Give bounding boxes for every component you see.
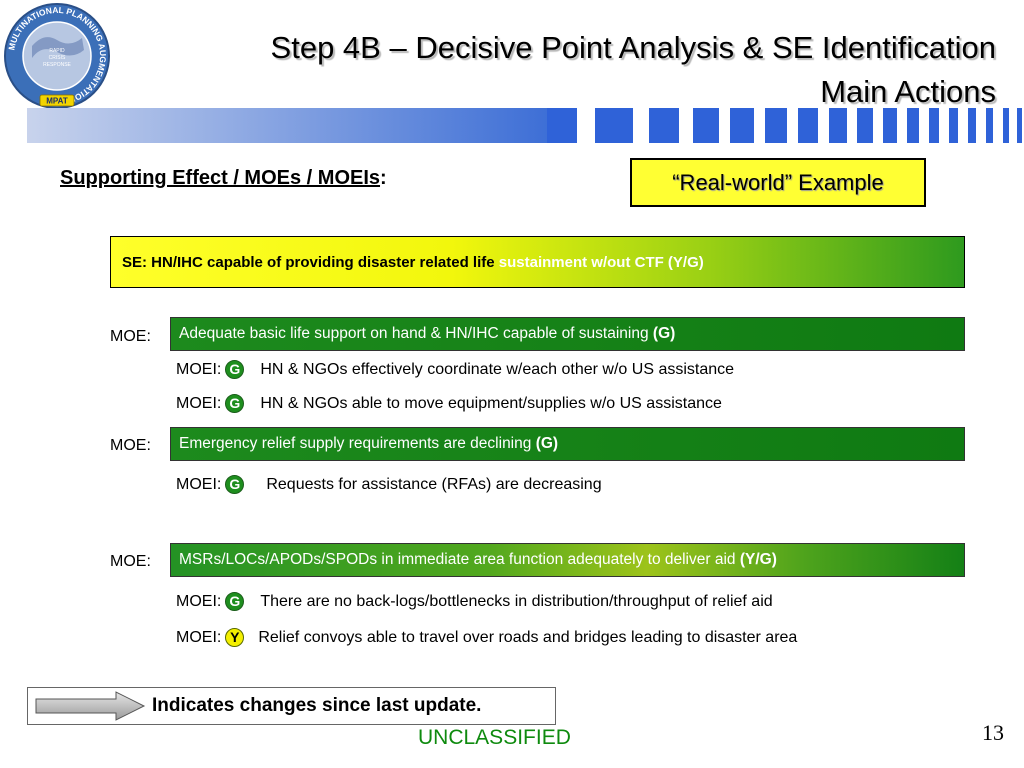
banner-block bbox=[693, 108, 719, 143]
moe-label: MOE: bbox=[110, 553, 151, 570]
moe-text: MSRs/LOCs/APODs/SPODs in immediate area … bbox=[179, 551, 740, 568]
banner-block bbox=[968, 108, 976, 143]
banner-block bbox=[730, 108, 754, 143]
banner-block bbox=[829, 108, 847, 143]
moe-text: Emergency relief supply requirements are… bbox=[179, 435, 536, 452]
moe-box: Emergency relief supply requirements are… bbox=[170, 427, 965, 461]
moei-row: MOEI: Y Relief convoys able to travel ov… bbox=[176, 628, 797, 647]
moei-label: MOEI: bbox=[176, 394, 222, 412]
status-green-icon: G bbox=[225, 592, 245, 611]
supporting-effect-box: SE: HN/IHC capable of providing disaster… bbox=[110, 236, 965, 288]
arrow-right-icon bbox=[35, 691, 146, 721]
moei-row: MOEI: G HN & NGOs able to move equipment… bbox=[176, 394, 722, 413]
moe-status: (G) bbox=[652, 325, 676, 342]
moei-text: HN & NGOs effectively coordinate w/each … bbox=[260, 360, 735, 378]
slide-title-line-2: Main Actions bbox=[820, 74, 996, 109]
banner-block bbox=[649, 108, 679, 143]
moe-status: (G) bbox=[535, 435, 559, 452]
banner-block bbox=[929, 108, 939, 143]
moei-text: There are no back-logs/bottlenecks in di… bbox=[260, 592, 773, 610]
banner-block bbox=[595, 108, 633, 143]
page-number: 13 bbox=[982, 720, 1004, 745]
moei-row: MOEI: G HN & NGOs effectively coordinate… bbox=[176, 360, 734, 379]
moe-box: MSRs/LOCs/APODs/SPODs in immediate area … bbox=[170, 543, 965, 577]
moei-label: MOEI: bbox=[176, 592, 222, 610]
status-yellow-icon: Y bbox=[225, 628, 245, 647]
moei-row: MOEI: G Requests for assistance (RFAs) a… bbox=[176, 475, 602, 494]
banner-block bbox=[1003, 108, 1009, 143]
banner-block bbox=[986, 108, 993, 143]
change-legend: Indicates changes since last update. bbox=[27, 687, 556, 725]
se-text-part-1: SE: HN/IHC capable of providing disaster… bbox=[122, 253, 499, 271]
banner-block bbox=[949, 108, 958, 143]
logo-badge-text: MPAT bbox=[46, 97, 68, 106]
moe-box: Adequate basic life support on hand & HN… bbox=[170, 317, 965, 351]
logo-center-text-2: CRISIS bbox=[49, 55, 66, 61]
banner-block bbox=[857, 108, 873, 143]
callout-text: “Real-world” Example bbox=[672, 169, 884, 195]
moei-text: Requests for assistance (RFAs) are decre… bbox=[266, 475, 602, 493]
section-label-suffix: : bbox=[380, 167, 387, 189]
moe-text: Adequate basic life support on hand & HN… bbox=[179, 325, 653, 342]
banner-block bbox=[883, 108, 897, 143]
slide-title: Step 4B – Decisive Point Analysis & SE I… bbox=[176, 26, 996, 114]
status-green-icon: G bbox=[225, 475, 245, 494]
moe-status: (Y/G) bbox=[739, 551, 777, 568]
moei-text: HN & NGOs able to move equipment/supplie… bbox=[260, 394, 722, 412]
classification-marking: UNCLASSIFIED bbox=[418, 726, 571, 749]
moei-text: Relief convoys able to travel over roads… bbox=[258, 628, 798, 646]
section-label: Supporting Effect / MOEs / MOEIs: bbox=[60, 167, 387, 190]
moe-label: MOE: bbox=[110, 437, 151, 454]
status-green-icon: G bbox=[225, 394, 245, 413]
logo-center-text-1: RAPID bbox=[49, 48, 65, 54]
moei-label: MOEI: bbox=[176, 628, 222, 646]
moei-label: MOEI: bbox=[176, 360, 222, 378]
logo-center-text-3: RESPONSE bbox=[43, 62, 71, 68]
banner-block bbox=[798, 108, 818, 143]
mpat-logo: MULTINATIONAL PLANNING AUGMENTATION TEAM… bbox=[2, 2, 112, 110]
real-world-example-callout: “Real-world” Example bbox=[630, 158, 926, 207]
moei-label: MOEI: bbox=[176, 475, 222, 493]
legend-text: Indicates changes since last update. bbox=[152, 695, 482, 716]
section-label-text: Supporting Effect / MOEs / MOEIs bbox=[60, 167, 381, 189]
moei-row: MOEI: G There are no back-logs/bottlenec… bbox=[176, 592, 773, 611]
moe-label: MOE: bbox=[110, 328, 151, 345]
status-green-icon: G bbox=[225, 360, 245, 379]
title-banner bbox=[27, 108, 1024, 143]
banner-block bbox=[765, 108, 787, 143]
banner-gradient bbox=[27, 108, 547, 143]
se-text-part-2: sustainment w/out CTF (Y/G) bbox=[498, 253, 704, 271]
banner-segment bbox=[547, 108, 577, 143]
banner-block bbox=[907, 108, 919, 143]
banner-block bbox=[1017, 108, 1022, 143]
slide-title-line-1: Step 4B – Decisive Point Analysis & SE I… bbox=[270, 30, 996, 65]
